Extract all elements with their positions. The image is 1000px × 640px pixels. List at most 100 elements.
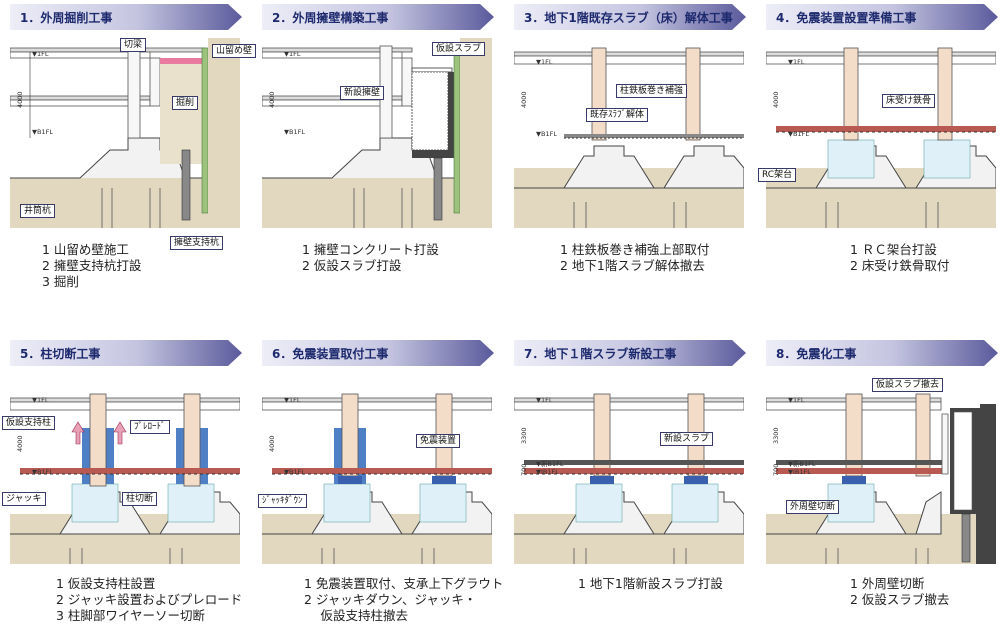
- panel-3-header: 3．地下1階既存スラブ（床）解体工事: [514, 4, 746, 30]
- panel-8-caption: 1 外周壁切断 2 仮設スラブ撤去: [850, 576, 949, 608]
- panel-2-caption: 1 擁壁コンクリート打設 2 仮設スラブ打設: [302, 242, 439, 274]
- panel-2-title: 2．外周擁壁構築工事: [272, 11, 389, 25]
- panel-8-header: 8．免震化工事: [766, 340, 998, 366]
- dimension-height: 4000: [268, 435, 276, 452]
- level-new-b1fl: ▼新B1FL: [536, 460, 564, 468]
- panel-1-header: 1．外周掘削工事: [10, 4, 242, 30]
- level-1fl: ▼1FL: [536, 396, 553, 404]
- label-column-steel-wrap: 柱鉄板巻き補強: [616, 84, 688, 98]
- panel-7-title: 7．地下１階スラブ新設工事: [524, 347, 677, 361]
- level-b1fl: ▼B1FL: [32, 468, 53, 476]
- level-1fl: ▼1FL: [284, 396, 301, 404]
- panel-6-header: 6．免震装置取付工事: [262, 340, 494, 366]
- level-1fl: ▼1FL: [32, 396, 49, 404]
- panel-1-title: 1．外周掘削工事: [20, 11, 113, 25]
- panel-7: 7．地下１階スラブ新設工事 ▼1FL ▼新B1FL ▼IB1FL 3300 70…: [514, 340, 754, 640]
- level-1fl: ▼1FL: [32, 50, 49, 58]
- label-new-retaining-wall: 新設擁壁: [340, 86, 385, 100]
- panel-4: 4．免震装置設置準備工事 ▼1FL ▼B1FL 4000 床受け鉄骨 RC架台 …: [758, 4, 1000, 304]
- caption-line: 仮設支持柱撤去: [304, 608, 408, 623]
- caption-line: 2 擁壁支持杭打設: [42, 258, 142, 273]
- caption-line: 1 柱鉄板巻き補強上部取付: [560, 242, 710, 257]
- panel-3: 3．地下1階既存スラブ（床）解体工事 ▼1FL ▼B1FL 4000 柱鉄板巻き…: [514, 4, 754, 304]
- caption-line: 1 ＲＣ架台打設: [850, 242, 937, 257]
- label-support-pile: 擁壁支持杭: [170, 236, 224, 250]
- level-b1fl: ▼IB1FL: [536, 468, 559, 476]
- panel-2-section-diagram: [262, 38, 492, 228]
- dimension-height: 4000: [772, 91, 780, 108]
- caption-line: 3 掘削: [42, 274, 79, 289]
- panel-8-title: 8．免震化工事: [776, 347, 857, 361]
- panel-4-header: 4．免震装置設置準備工事: [766, 4, 998, 30]
- panel-6-caption: 1 免震装置取付、支承上下グラウト 2 ジャッキダウン、ジャッキ・ 仮設支持柱撤…: [304, 576, 503, 624]
- panel-4-title: 4．免震装置設置準備工事: [776, 11, 917, 25]
- level-1fl: ▼1FL: [284, 50, 301, 58]
- dimension-height: 4000: [16, 435, 24, 452]
- level-b1fl: ▼B1FL: [32, 128, 53, 136]
- panel-2-header: 2．外周擁壁構築工事: [262, 4, 494, 30]
- label-excavation: 掘削: [172, 96, 199, 110]
- panel-5-section-diagram: [10, 393, 240, 564]
- level-b1fl: ▼B1FL: [284, 468, 305, 476]
- caption-line: 3 柱脚部ワイヤーソー切断: [56, 608, 206, 623]
- label-well-pile: 井筒杭: [20, 204, 56, 218]
- panel-1-section-diagram: [10, 38, 240, 228]
- caption-line: 2 ジャッキ設置およびプレロード: [56, 592, 243, 607]
- panel-4-section-diagram: [766, 47, 996, 228]
- panel-7-caption: 1 地下1階新設スラブ打設: [578, 576, 723, 592]
- label-jack-down: ｼﾞｬｯｷﾀﾞｳﾝ: [258, 494, 307, 508]
- level-1fl: ▼1FL: [536, 58, 553, 66]
- caption-line: 2 ジャッキダウン、ジャッキ・: [304, 592, 477, 607]
- label-column-cut: 柱切断: [122, 492, 158, 506]
- panel-7-section-diagram: [514, 393, 744, 564]
- panel-5-caption: 1 仮設支持柱設置 2 ジャッキ設置およびプレロード 3 柱脚部ワイヤーソー切断: [56, 576, 242, 624]
- level-b1fl: ▼IB1FL: [788, 468, 811, 476]
- panel-3-section-diagram: [514, 47, 744, 228]
- caption-line: 2 地下1階スラブ解体撤去: [560, 258, 705, 273]
- label-preload: ﾌﾟﾚﾛｰﾄﾞ: [130, 420, 170, 434]
- panel-1: 1．外周掘削工事 ▼1FL ▼B1FL 4000 切梁 山留め壁 掘削 井筒杭 …: [10, 4, 257, 304]
- panel-6-title: 6．免震装置取付工事: [272, 347, 389, 361]
- level-b1fl: ▼B1FL: [788, 130, 809, 138]
- label-retaining-wall: 山留め壁: [212, 44, 257, 58]
- level-1fl: ▼1FL: [788, 396, 805, 404]
- label-jack: ジャッキ: [2, 492, 46, 506]
- panel-5: 5．柱切断工事 ▼1FL ▼B1FL 4000 仮設支持柱 ﾌﾟﾚﾛｰﾄﾞ ジャ…: [2, 340, 250, 640]
- label-temp-support-column: 仮設支持柱: [2, 416, 56, 430]
- label-new-slab: 新設スラブ: [660, 432, 714, 446]
- dimension-height: 4000: [16, 91, 24, 108]
- caption-line: 1 仮設支持柱設置: [56, 576, 156, 591]
- dimension-height: 3300: [772, 427, 780, 444]
- level-new-b1fl: ▼新B1FL: [788, 460, 816, 468]
- panel-8: 8．免震化工事 ▼1FL ▼新B1FL ▼IB1FL 3300 700 仮設スラ…: [766, 340, 1000, 640]
- label-floor-steel: 床受け鉄骨: [882, 94, 936, 108]
- caption-line: 2 仮設スラブ撤去: [850, 592, 950, 607]
- dimension-offset: 700: [772, 463, 780, 476]
- panel-3-title: 3．地下1階既存スラブ（床）解体工事: [524, 11, 733, 25]
- level-b1fl: ▼B1FL: [536, 130, 557, 138]
- label-seismic-isolator: 免震装置: [416, 434, 461, 448]
- label-rc-base: RC架台: [758, 168, 797, 182]
- caption-line: 1 擁壁コンクリート打設: [302, 242, 439, 257]
- panel-7-header: 7．地下１階スラブ新設工事: [514, 340, 746, 366]
- caption-line: 2 床受け鉄骨取付: [850, 258, 950, 273]
- label-strut: 切梁: [120, 38, 147, 52]
- panel-5-title: 5．柱切断工事: [20, 347, 101, 361]
- panel-6: 6．免震装置取付工事 ▼1FL ▼B1FL 4000 免震装置 ｼﾞｬｯｷﾀﾞｳ…: [258, 340, 503, 640]
- dimension-height: 4000: [520, 91, 528, 108]
- panel-8-section-diagram: [766, 393, 996, 564]
- panel-5-header: 5．柱切断工事: [10, 340, 242, 366]
- caption-line: 1 外周壁切断: [850, 576, 925, 591]
- label-existing-slab-demolition: 既存ｽﾗﾌﾞ解体: [586, 108, 649, 122]
- caption-line: 1 免震装置取付、支承上下グラウト: [304, 576, 504, 591]
- level-1fl: ▼1FL: [788, 58, 805, 66]
- label-temp-slab: 仮設スラブ: [432, 42, 486, 56]
- panel-6-section-diagram: [262, 393, 492, 564]
- level-b1fl: ▼B1FL: [284, 128, 305, 136]
- panel-1-caption: 1 山留め壁施工 2 擁壁支持杭打設 3 掘削: [42, 242, 141, 290]
- dimension-height: 4000: [268, 91, 276, 108]
- caption-line: 1 地下1階新設スラブ打設: [578, 576, 723, 591]
- panel-4-caption: 1 ＲＣ架台打設 2 床受け鉄骨取付: [850, 242, 949, 274]
- caption-line: 2 仮設スラブ打設: [302, 258, 402, 273]
- label-temp-slab-removal: 仮設スラブ撤去: [872, 378, 944, 392]
